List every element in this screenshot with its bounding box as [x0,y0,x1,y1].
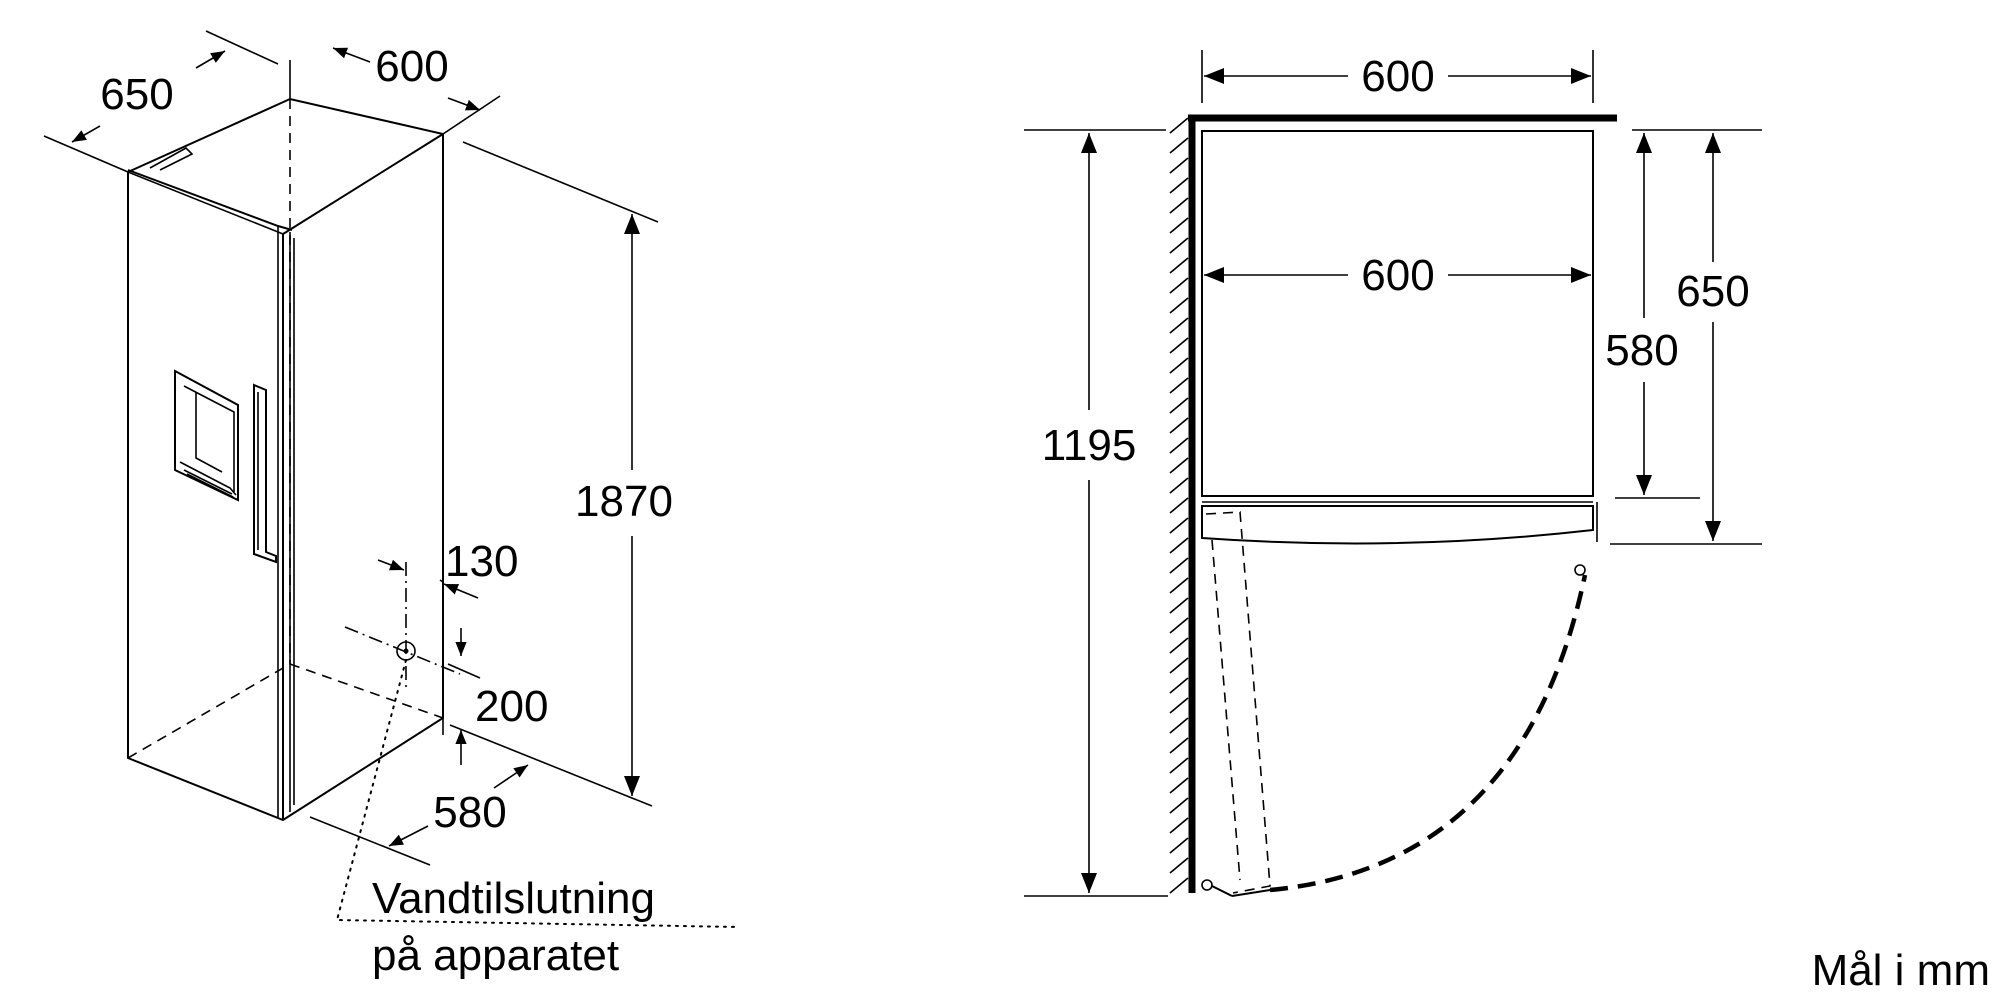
dim-plan-total-depth-label: 650 [1676,267,1749,316]
dim-plan-width-inner-label: 600 [1361,251,1434,300]
cabinet-plan [1201,130,1598,891]
dim-iso-width: 600 [289,42,501,135]
units-note: Mål i mm [1812,946,1990,995]
dim-plan-door-swing: 1195 [1024,129,1168,897]
dim-plan-body-depth-label: 580 [1605,326,1678,375]
dim-iso-width-label: 600 [375,42,448,91]
water-dispenser [174,369,239,502]
dim-plan-width-outer: 600 [1201,50,1594,103]
door-swing [1205,511,1588,897]
dim-iso-body-depth-label: 580 [433,788,506,837]
wall-hatched [1169,114,1617,894]
dim-plan-door-swing-label: 1195 [1042,421,1137,470]
door-handle [253,383,277,564]
dim-plan-width-outer-label: 600 [1361,52,1434,101]
plan-view: 600 600 1195 580 6 [1024,50,1762,897]
dim-iso-depth: 650 [43,30,279,173]
dim-iso-body-depth: 580 [309,718,529,866]
dim-plan-body-depth: 580 [1605,129,1700,499]
dim-water-side-label: 130 [445,537,518,586]
dim-iso-height: 1870 [449,141,673,807]
dim-water-height-label: 200 [475,682,548,731]
water-connection-label-line1: Vandtilslutning [372,874,655,923]
isometric-view: 600 650 1870 [43,30,739,980]
dim-iso-height-label: 1870 [575,477,673,526]
dim-iso-depth-label: 650 [100,70,173,119]
dim-plan-total-depth: 650 [1610,129,1762,545]
hidden-edges [127,99,444,759]
water-connection-label-line2: på apparatet [372,931,619,980]
water-connection-marker: 130 200 [335,537,739,928]
dim-plan-width-inner: 600 [1204,251,1591,300]
